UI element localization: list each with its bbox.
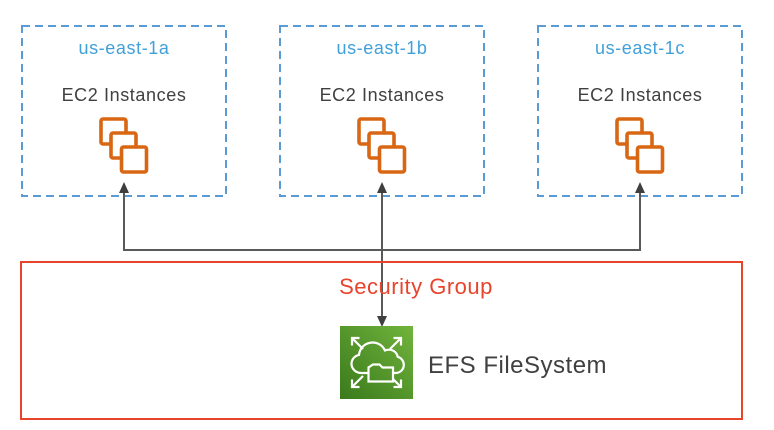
az-label: us-east-1c [594,38,686,58]
security-group-label: Security Group [339,274,493,299]
arrowhead-down-efs-icon [377,316,387,327]
arrowhead-up-center-icon [377,182,387,193]
connector-left-vertical-line [123,184,125,250]
az-box-us-east-1a: us-east-1a EC2 Instances [21,25,227,197]
ec2-instances-icon [99,117,149,174]
ec2-instances-icon [615,117,665,174]
efs-filesystem-icon [340,326,413,399]
connector-right-vertical-line [639,184,641,250]
az-label: us-east-1b [336,38,428,58]
connector-center-vertical-line [381,184,383,317]
ec2-instances-label: EC2 Instances [61,85,187,105]
folder-icon [367,363,395,383]
ec2-instances-label: EC2 Instances [319,85,445,105]
efs-filesystem-label: EFS FileSystem [428,352,608,379]
az-box-us-east-1c: us-east-1c EC2 Instances [537,25,743,197]
ec2-instances-icon [357,117,407,174]
ec2-instances-label: EC2 Instances [577,85,703,105]
arrowhead-up-right-icon [635,182,645,193]
cloud-icon [350,341,405,375]
az-box-us-east-1b: us-east-1b EC2 Instances [279,25,485,197]
az-label: us-east-1a [78,38,170,58]
security-group-box [20,261,743,420]
arrowhead-up-left-icon [119,182,129,193]
